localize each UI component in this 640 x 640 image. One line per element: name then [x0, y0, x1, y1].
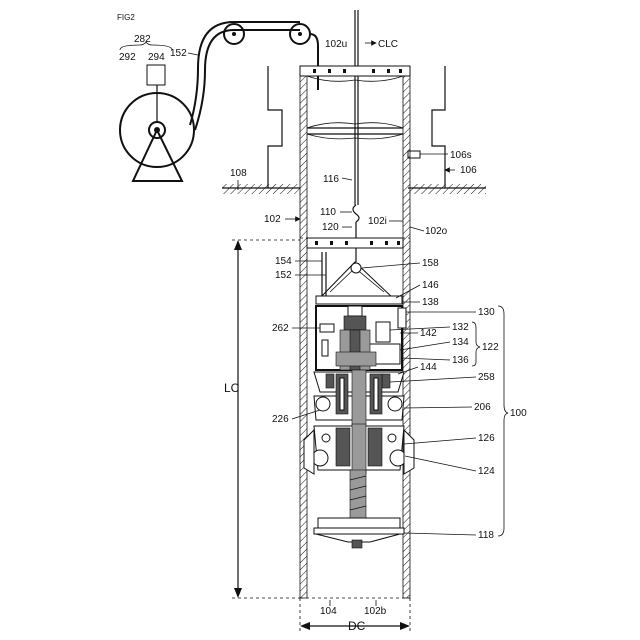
- label-138: 138: [422, 297, 439, 308]
- label-116: 116: [323, 174, 339, 185]
- label-126: 126: [478, 433, 495, 444]
- label-118: 118: [478, 530, 494, 541]
- label-lc: LC: [224, 381, 240, 395]
- label-120: 120: [322, 222, 339, 233]
- label-142: 142: [420, 328, 437, 339]
- label-152-tool: 152: [275, 270, 292, 281]
- label-262: 262: [272, 323, 289, 334]
- label-102u: 102u: [325, 39, 347, 50]
- label-102o: 102o: [425, 226, 448, 237]
- label-clc: CLC: [378, 39, 398, 50]
- label-122: 122: [482, 342, 499, 353]
- label-106: 106: [460, 165, 477, 176]
- label-144: 144: [420, 362, 437, 373]
- label-124: 124: [478, 466, 495, 477]
- label-106s: 106s: [450, 150, 472, 161]
- label-102i: 102i: [368, 216, 387, 227]
- label-102: 102: [264, 214, 281, 225]
- label-292: 292: [119, 52, 136, 63]
- ground-platform-106: 106s 106 108: [222, 66, 486, 194]
- figure-label: FIG2: [117, 13, 135, 22]
- dimension-dc: DC 104 102b: [300, 598, 410, 633]
- reel-labels: 282 292 294: [119, 34, 172, 63]
- label-146: 146: [422, 280, 439, 291]
- label-100: 100: [510, 408, 527, 419]
- cable-152: 152: [170, 22, 318, 130]
- label-134: 134: [452, 337, 469, 348]
- label-136: 136: [452, 355, 469, 366]
- label-130: 130: [478, 307, 495, 318]
- label-108: 108: [230, 168, 247, 179]
- label-dc: DC: [348, 619, 366, 633]
- label-152-top: 152: [170, 48, 187, 59]
- label-294: 294: [148, 52, 165, 63]
- label-104: 104: [320, 606, 337, 617]
- label-206: 206: [474, 402, 491, 413]
- label-132: 132: [452, 322, 469, 333]
- label-154: 154: [275, 256, 292, 267]
- label-226: 226: [272, 414, 289, 425]
- label-258: 258: [478, 372, 495, 383]
- label-158: 158: [422, 258, 439, 269]
- label-110: 110: [320, 207, 336, 218]
- downhole-tool-100: [304, 252, 414, 548]
- label-282: 282: [134, 34, 151, 45]
- label-102b: 102b: [364, 606, 387, 617]
- winch-reel: [120, 65, 194, 181]
